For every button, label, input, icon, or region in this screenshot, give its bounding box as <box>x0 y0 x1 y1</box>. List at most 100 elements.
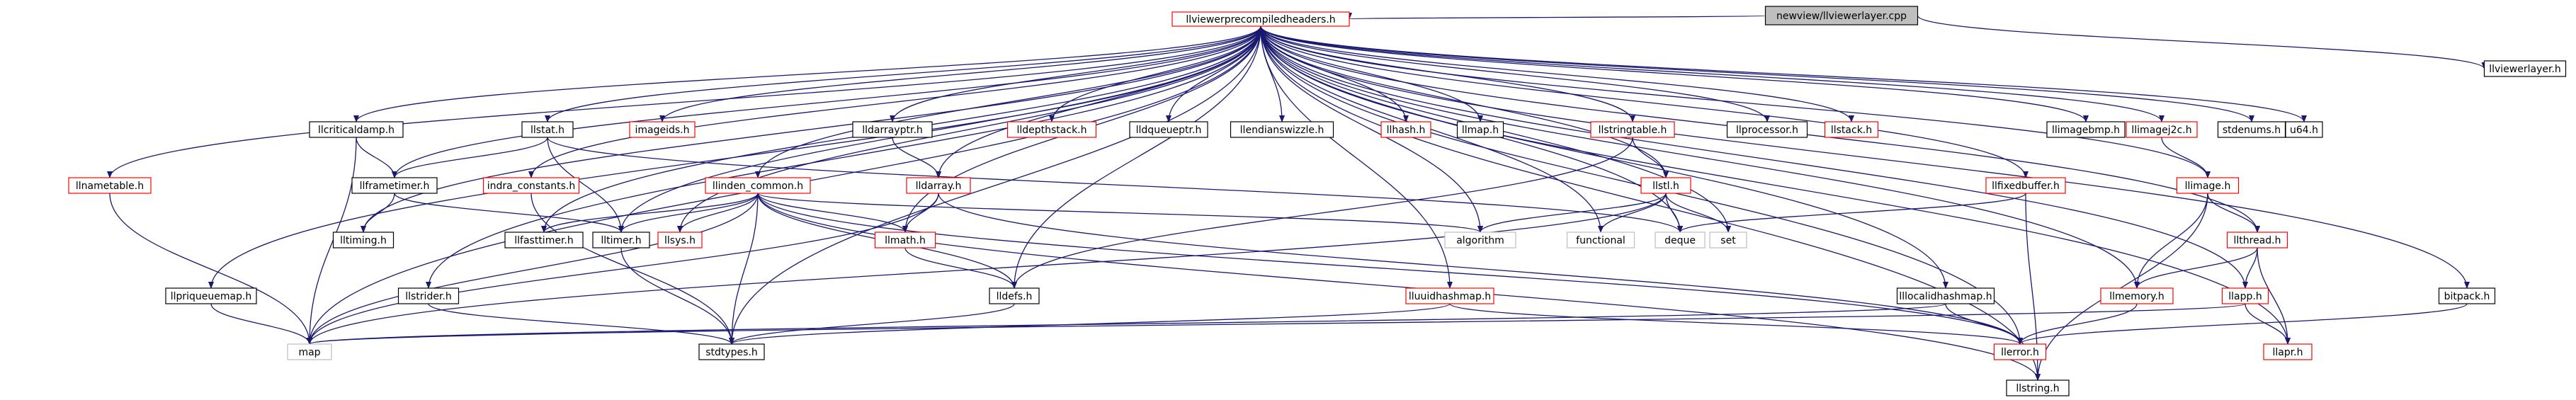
node-box-llnametable <box>68 177 152 194</box>
node-label-lllocalidhashmap: lllocalidhashmap.h <box>1899 291 1992 302</box>
node-llhash[interactable]: llhash.h <box>1380 121 1431 138</box>
node-lluuidhashmap[interactable]: lluuidhashmap.h <box>1405 287 1494 304</box>
node-indra_constants[interactable]: indra_constants.h <box>482 177 580 194</box>
node-stdtypes[interactable]: stdtypes.h <box>698 343 765 360</box>
node-llimagebmp[interactable]: llimagebmp.h <box>2046 121 2126 138</box>
node-box-llmap <box>1456 121 1504 138</box>
node-llerror[interactable]: llerror.h <box>1993 343 2047 360</box>
file-nodes: newview/llviewerlayer.cpp llviewerprecomp… <box>68 6 2567 396</box>
node-box-lldarray <box>906 177 971 194</box>
node-label-stdenums: stdenums.h <box>2223 125 2281 136</box>
node-label-indra_common: llinden_common.h <box>713 181 803 192</box>
node-llendianswizzle[interactable]: llendianswizzle.h <box>1230 121 1334 138</box>
edge-llthread-to-llapp <box>2242 247 2258 289</box>
node-llstack[interactable]: llstack.h <box>1824 121 1879 138</box>
edge-llimage-to-llthread <box>2207 193 2260 233</box>
node-label-u64: u64.h <box>2290 125 2318 136</box>
node-lldarray[interactable]: lldarray.h <box>906 177 971 194</box>
node-box-llqueueptr <box>1129 121 1208 138</box>
edge-pch-to-algorithm <box>1260 25 1483 233</box>
node-lldarrayptr[interactable]: lldarrayptr.h <box>852 121 933 138</box>
edge-llframetimer-to-lltimer <box>394 193 624 233</box>
node-box-lltiming <box>332 232 395 248</box>
node-u64[interactable]: u64.h <box>2285 121 2323 138</box>
node-llcriticaldamp[interactable]: llcriticaldamp.h <box>309 121 404 138</box>
node-llprocessor[interactable]: llprocessor.h <box>1726 121 1808 138</box>
edge-llstringtable-to-lldefs <box>1011 137 1633 289</box>
node-llfasttimer[interactable]: llfasttimer.h <box>504 232 584 248</box>
node-llimage[interactable]: llimage.h <box>2176 177 2240 194</box>
node-box-functional <box>1566 232 1635 248</box>
node-llframetimer[interactable]: llframetimer.h <box>351 177 438 194</box>
node-llapr[interactable]: llapr.h <box>2263 343 2313 360</box>
edge-pch-to-llnametable <box>107 25 1261 178</box>
node-box-deque <box>1655 232 1706 248</box>
node-box-llviewerlayer <box>2483 60 2567 77</box>
edge-pch-to-llstl <box>1260 25 1669 178</box>
node-label-llstring: llstring.h <box>2016 383 2059 394</box>
edge-indra_common-to-lltimer <box>618 193 759 233</box>
node-map: map <box>287 343 332 360</box>
node-llstring[interactable]: llstring.h <box>2006 379 2070 396</box>
node-box-llsys <box>657 232 703 248</box>
node-llmap[interactable]: llmap.h <box>1456 121 1504 138</box>
edge-lldefs-to-stdtypes <box>729 303 1015 345</box>
edge-pch-to-llstat <box>545 25 1261 122</box>
edge-lluuidhashmap-to-llerror <box>1449 303 2023 345</box>
node-llstl[interactable]: llstl.h <box>1640 177 1691 194</box>
node-label-llviewerlayer: llviewerlayer.h <box>2489 64 2561 75</box>
node-label-llfasttimer: llfasttimer.h <box>514 235 574 246</box>
node-llmath[interactable]: llmath.h <box>874 232 936 248</box>
edge-llpriqueuemap-to-map <box>210 303 312 345</box>
node-llpriqueuemap[interactable]: llpriqueuemap.h <box>165 287 257 304</box>
edge-llstl-to-set <box>1665 193 1731 233</box>
node-llviewerlayer[interactable]: llviewerlayer.h <box>2483 60 2567 77</box>
node-lllocalidhashmap[interactable]: lllocalidhashmap.h <box>1896 287 1995 304</box>
node-label-root: newview/llviewerlayer.cpp <box>1776 11 1907 22</box>
node-stdenums[interactable]: stdenums.h <box>2217 121 2286 138</box>
node-box-lldefs <box>989 287 1040 304</box>
edge-indra_common-to-algorithm <box>757 193 1483 233</box>
node-label-lldarrayptr: lldarrayptr.h <box>862 125 923 136</box>
node-llnametable[interactable]: llnametable.h <box>68 177 152 194</box>
edge-llapp-to-map <box>307 303 2246 345</box>
node-lltimer[interactable]: lltimer.h <box>592 232 650 248</box>
node-box-set <box>1709 232 1747 248</box>
node-llstringtable[interactable]: llstringtable.h <box>1590 121 1675 138</box>
node-lldefs[interactable]: lldefs.h <box>989 287 1040 304</box>
node-label-llpriqueuemap: llpriqueuemap.h <box>171 291 252 302</box>
node-box-llstringtable <box>1590 121 1675 138</box>
node-llsys[interactable]: llsys.h <box>657 232 703 248</box>
edge-root-to-llviewerlayer <box>1917 15 2487 69</box>
node-llmemory[interactable]: llmemory.h <box>2100 287 2174 304</box>
edge-llstl-to-map <box>307 193 1667 345</box>
node-llimagej2c[interactable]: llimagej2c.h <box>2126 121 2198 138</box>
node-box-indra_constants <box>482 177 580 194</box>
node-label-bitpack: bitpack.h <box>2444 291 2490 302</box>
node-label-llstrider: llstrider.h <box>405 291 452 302</box>
node-pch[interactable]: llviewerprecompiledheaders.h <box>1171 11 1350 27</box>
node-box-bitpack <box>2438 287 2496 304</box>
edge-pch-to-llmap <box>1260 25 1483 122</box>
node-label-llsys: llsys.h <box>664 235 696 246</box>
edge-llstringtable-to-llstl <box>1632 137 1669 178</box>
node-llstrider[interactable]: llstrider.h <box>397 287 460 304</box>
node-llthread[interactable]: llthread.h <box>2226 232 2288 248</box>
node-box-llthread <box>2226 232 2288 248</box>
node-lldepthstack[interactable]: lldepthstack.h <box>1006 121 1097 138</box>
edge-pch-to-llfixedbuffer <box>1260 25 2029 178</box>
edge-pch-to-llstring <box>1260 25 2041 381</box>
node-bitpack[interactable]: bitpack.h <box>2438 287 2496 304</box>
node-box-llstl <box>1640 177 1691 194</box>
node-llstat[interactable]: llstat.h <box>521 121 574 138</box>
node-llapp[interactable]: llapp.h <box>2221 287 2269 304</box>
node-box-root <box>1764 6 1919 25</box>
node-box-indra_common <box>705 177 811 194</box>
node-llfixedbuffer[interactable]: llfixedbuffer.h <box>1985 177 2066 194</box>
node-lltiming[interactable]: lltiming.h <box>332 232 395 248</box>
edge-llstrider-to-stdtypes <box>428 303 734 345</box>
node-llqueueptr[interactable]: lldqueueptr.h <box>1129 121 1208 138</box>
node-indra_common[interactable]: llinden_common.h <box>705 177 811 194</box>
node-box-u64 <box>2285 121 2323 138</box>
node-imageids[interactable]: imageids.h <box>629 121 696 138</box>
